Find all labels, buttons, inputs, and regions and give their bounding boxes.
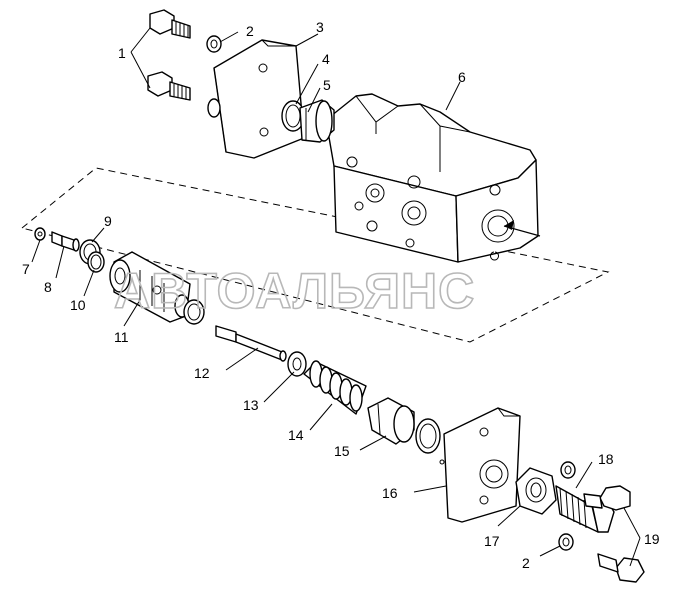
part-end-cover: [207, 39, 305, 159]
part-lock-washer-right: [560, 461, 576, 479]
callout-9: 9: [104, 213, 112, 229]
leader-lines: [31, 27, 641, 567]
part-piston: [367, 397, 415, 445]
part-spring: [303, 360, 367, 415]
part-bolt-upper: [149, 9, 191, 39]
callout-2-bottom: 2: [522, 555, 530, 571]
part-poppet-rod: [215, 325, 287, 362]
callout-6: 6: [458, 69, 466, 85]
part-lock-washer-upper: [206, 35, 222, 53]
part-bolt-lower: [147, 71, 191, 101]
callout-16: 16: [382, 485, 398, 501]
part-o-ring-15a: [415, 418, 441, 454]
part-washer-13: [287, 351, 307, 377]
callout-5: 5: [323, 77, 331, 93]
callout-8: 8: [44, 279, 52, 295]
callout-2-top: 2: [246, 23, 254, 39]
callout-1: 1: [118, 45, 126, 61]
callout-14: 14: [288, 427, 304, 443]
part-bolt-19-upper: [583, 485, 631, 511]
callout-10: 10: [70, 297, 86, 313]
callout-17: 17: [484, 533, 500, 549]
assembly-boundary: [20, 167, 610, 343]
callout-15: 15: [334, 443, 350, 459]
callout-7: 7: [22, 261, 30, 277]
callout-18: 18: [598, 451, 614, 467]
callout-4: 4: [322, 51, 330, 67]
part-washer-7: [34, 227, 46, 241]
callout-19: 19: [644, 531, 660, 547]
part-valve-body: [325, 93, 541, 263]
part-spool-plug: [299, 99, 335, 143]
part-lock-washer-lower: [558, 533, 574, 551]
watermark: АВТОАЛЬЯНС: [114, 263, 475, 319]
callout-13: 13: [243, 397, 259, 413]
callout-12: 12: [194, 365, 210, 381]
part-o-ring-10: [87, 251, 105, 273]
part-pilot-plug: [51, 231, 80, 252]
part-o-ring-11a: [183, 299, 205, 325]
callout-3: 3: [316, 19, 324, 35]
part-bolt-19-lower: [597, 553, 645, 583]
callout-labels: 1 2 3 4 5 6 7 8 9 10 11 12 13 14 15 16 1…: [22, 19, 660, 571]
part-lower-cover: [439, 407, 521, 523]
part-nut: [515, 467, 557, 515]
callout-11: 11: [114, 329, 129, 345]
